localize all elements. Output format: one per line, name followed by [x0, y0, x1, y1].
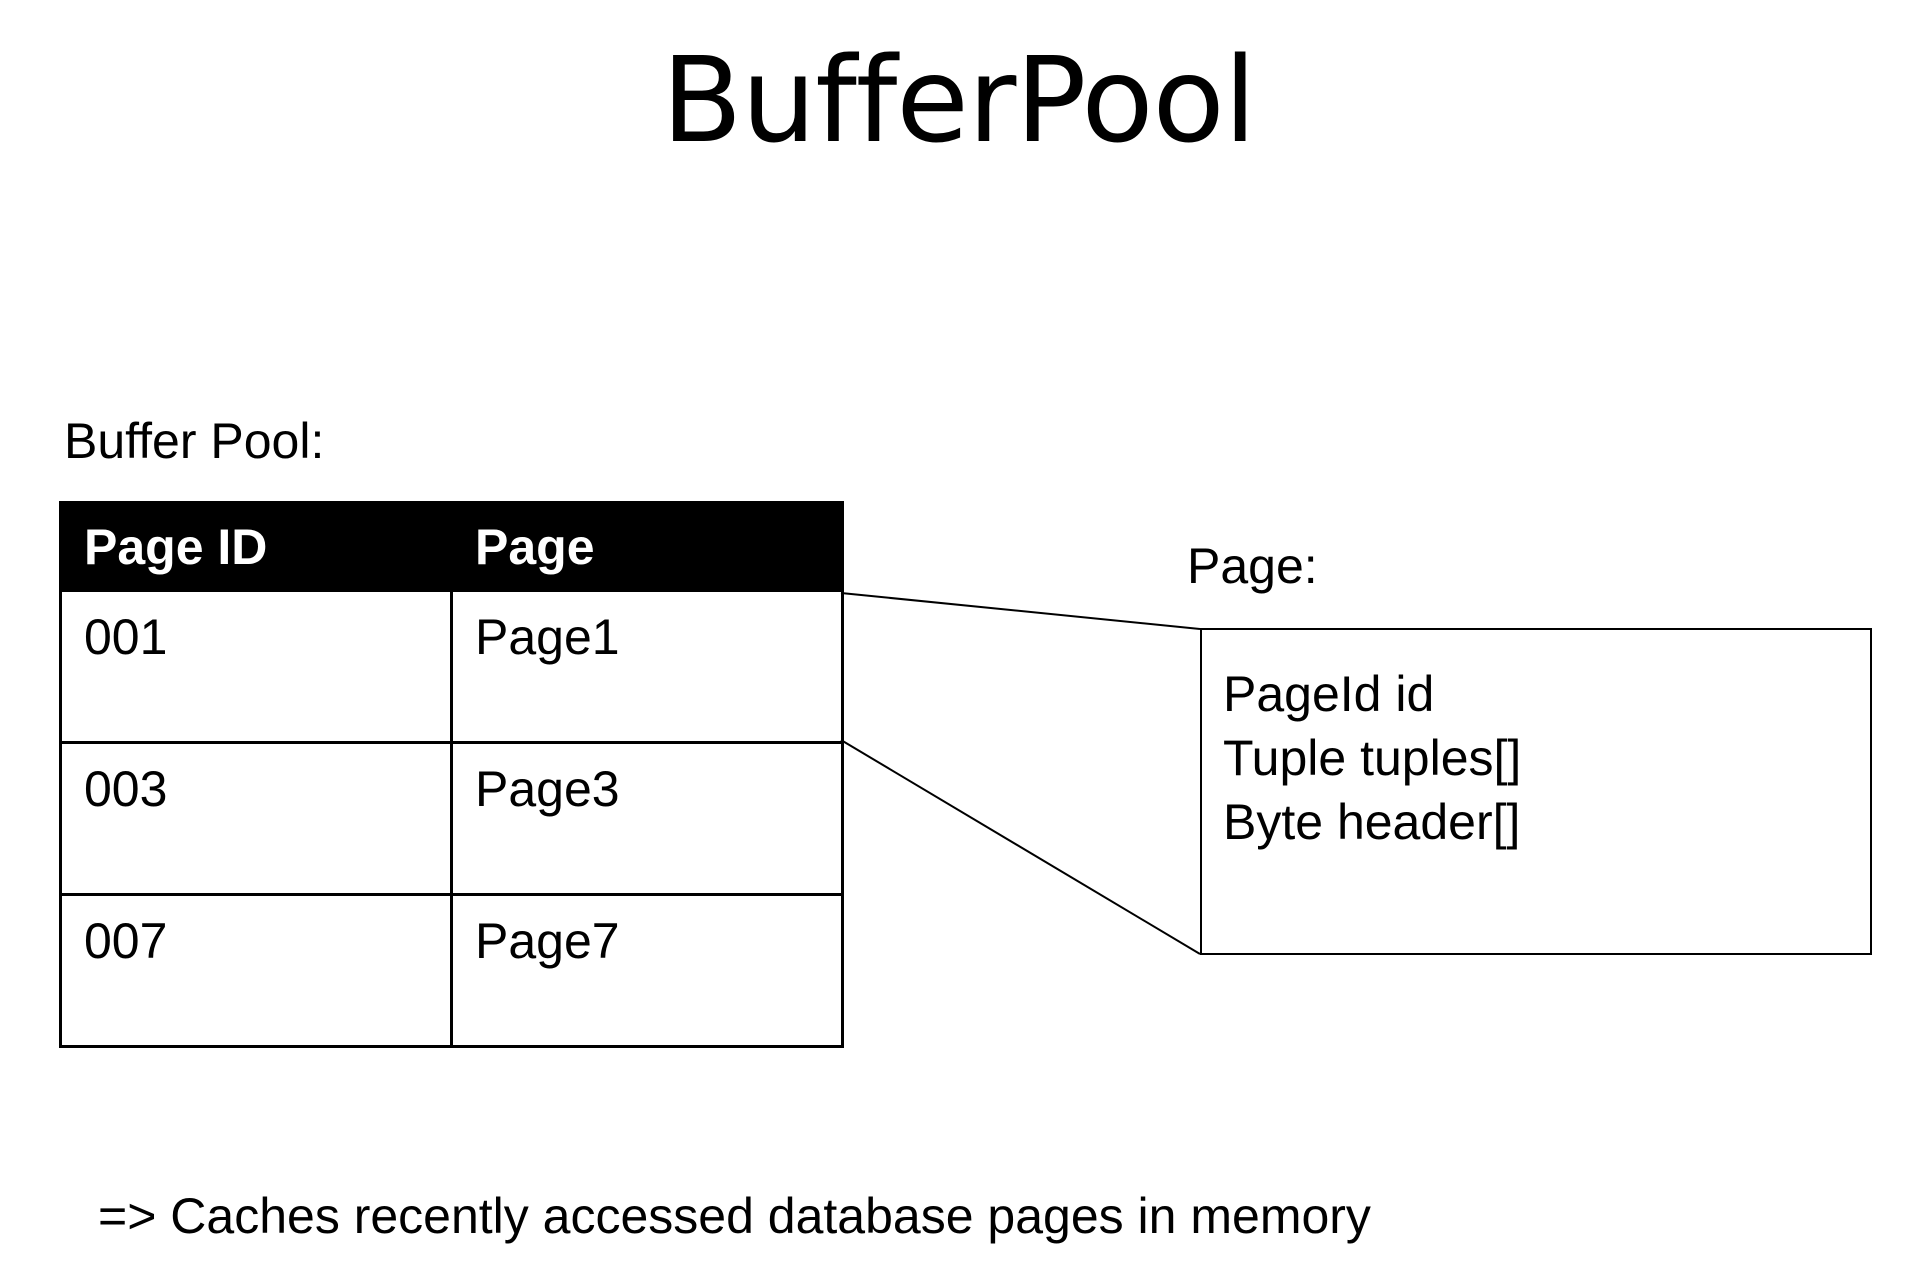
buffer-pool-label: Buffer Pool: — [64, 413, 325, 469]
column-header-page: Page — [450, 501, 844, 592]
page-structure-box — [1200, 628, 1872, 955]
page-cell: Page7 — [450, 893, 844, 1048]
page-fields: PageId id Tuple tuples[] Byte header[] — [1223, 662, 1521, 854]
page-field-header: Byte header[] — [1223, 794, 1521, 850]
page-field-id: PageId id — [1223, 666, 1435, 722]
page-id-cell: 001 — [59, 589, 453, 744]
buffer-pool-table: Page ID Page 001 Page1 003 Page3 007 Pag… — [59, 501, 844, 1048]
page-id-cell: 003 — [59, 741, 453, 896]
page-cell: Page3 — [450, 741, 844, 896]
column-header-page-id: Page ID — [59, 501, 453, 592]
page-id-cell: 007 — [59, 893, 453, 1048]
table-row: 003 Page3 — [59, 741, 844, 896]
connector-line-bottom — [840, 739, 1201, 955]
page-label: Page: — [1187, 538, 1318, 594]
page-field-tuples: Tuple tuples[] — [1223, 730, 1522, 786]
page-cell: Page1 — [450, 589, 844, 744]
table-header-row: Page ID Page — [59, 501, 844, 592]
slide-title: BufferPool — [661, 31, 1256, 169]
footnote: => Caches recently accessed database pag… — [98, 1188, 1371, 1244]
connector-line-top — [840, 592, 1201, 630]
table-row: 001 Page1 — [59, 589, 844, 744]
table-row: 007 Page7 — [59, 893, 844, 1048]
